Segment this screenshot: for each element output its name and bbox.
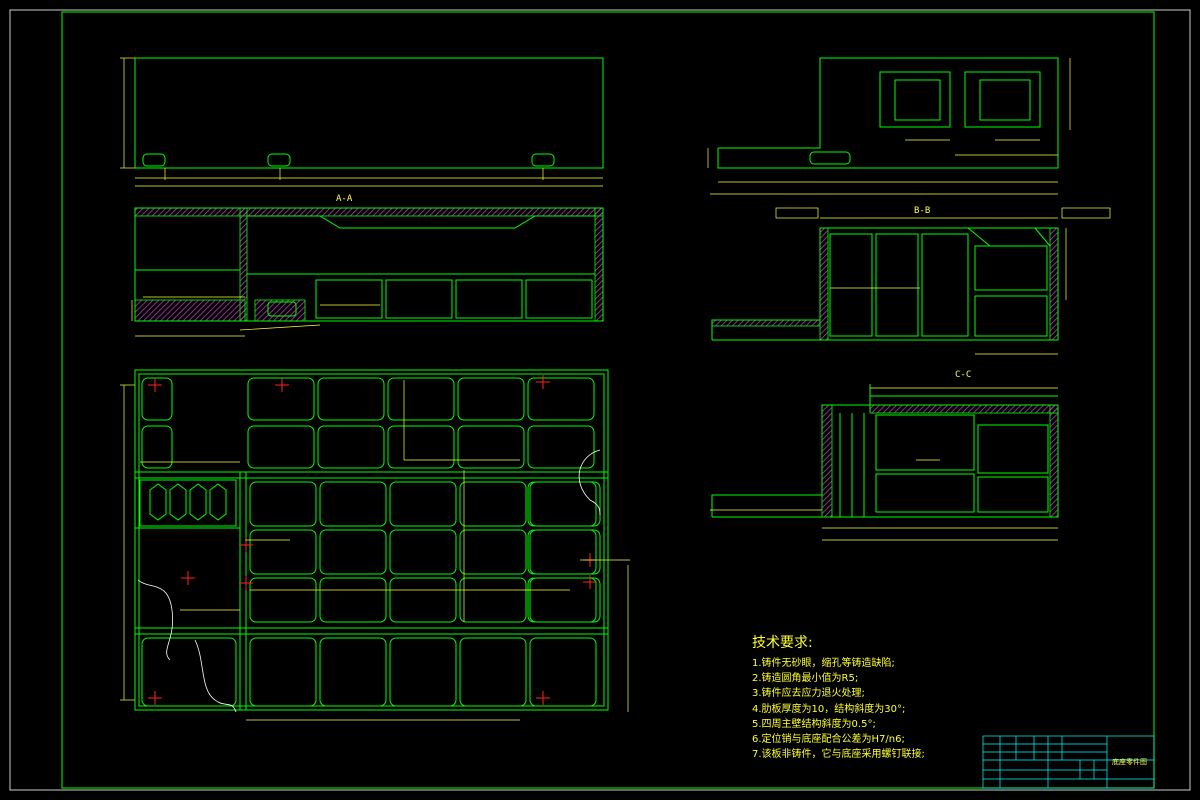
tech-requirement-item: 5.四周主壁结构斜度为0.5°; <box>752 718 876 730</box>
center-mark <box>275 378 289 392</box>
tech-requirement-item: 2.铸造圆角最小值为R5; <box>752 673 859 685</box>
plan-pocket <box>457 377 525 421</box>
plan-pocket <box>527 425 595 469</box>
plan-pocket <box>141 637 237 707</box>
title-block <box>982 735 1155 789</box>
tech-requirement-item: 1.铸件无砂眼，缩孔等铸造缺陷; <box>752 658 895 669</box>
side-view <box>717 57 1059 169</box>
section-b-b-dims <box>775 207 1111 355</box>
plan-pocket <box>141 377 173 421</box>
tech-requirement-item: 3.铸件应去应力退火处理; <box>752 688 865 700</box>
center-mark <box>148 378 162 392</box>
plan-pocket <box>389 637 457 707</box>
section-b-b <box>711 227 1059 341</box>
plan-view-breakout <box>137 449 601 713</box>
section-c-c <box>711 384 1059 518</box>
plan-pocket <box>459 529 527 575</box>
plan-pocket <box>459 637 527 707</box>
tech-requirement-item: 4.肋板厚度为10，结构斜度为30°; <box>752 703 906 715</box>
plan-pocket <box>529 481 597 527</box>
sheet-inner-border <box>61 11 1155 789</box>
plan-pocket <box>249 637 317 707</box>
plan-pocket <box>387 425 455 469</box>
plan-pocket <box>249 481 317 527</box>
plan-pocket <box>529 637 597 707</box>
section-label-b-b: B-B <box>914 206 931 216</box>
tech-requirements: 技术要求: 1.铸件无砂眼，缩孔等铸造缺陷; 2.铸造圆角最小值为R5; 3.铸… <box>752 632 982 762</box>
center-mark <box>148 691 162 705</box>
plan-pocket <box>247 425 315 469</box>
tech-requirement-item: 7.该板非铸件，它与底座采用螺钉联接; <box>752 749 925 761</box>
plan-pocket <box>319 637 387 707</box>
tech-requirement-item: 6.定位销与底座配合公差为H7/n6; <box>752 734 905 746</box>
plan-pocket <box>527 529 601 575</box>
tech-requirements-heading: 技术要求: <box>752 635 813 651</box>
plan-pocket <box>459 481 527 527</box>
title-block-part-name: 底座零件图 <box>1112 758 1147 766</box>
plan-pocket <box>529 577 597 623</box>
front-view <box>134 57 604 169</box>
plan-pocket <box>389 577 457 623</box>
plan-view <box>134 369 609 711</box>
plan-pocket <box>529 529 597 575</box>
center-mark <box>583 575 597 589</box>
plan-pocket <box>527 481 601 527</box>
section-a-a <box>134 207 604 322</box>
section-a-a-dims <box>131 296 380 337</box>
side-view-dims <box>707 58 1071 195</box>
plan-pocket <box>527 577 601 623</box>
center-mark <box>536 375 550 389</box>
plan-pocket <box>249 577 317 623</box>
front-view-dims <box>120 57 603 187</box>
center-mark <box>239 576 253 590</box>
plan-view-pockets <box>141 377 601 707</box>
center-mark <box>536 691 550 705</box>
plan-view-dims <box>120 380 630 721</box>
plan-pocket <box>247 377 315 421</box>
sheet-outer-border <box>9 9 1191 791</box>
section-label-a-a: A-A <box>336 194 353 204</box>
plan-pocket <box>319 577 387 623</box>
section-c-c-dims <box>710 387 1058 541</box>
plan-view-honeycomb <box>139 479 237 527</box>
plan-pocket <box>317 425 385 469</box>
plan-pocket <box>319 529 387 575</box>
plan-pocket <box>319 481 387 527</box>
plan-view-center-marks <box>148 375 597 705</box>
plan-pocket <box>459 577 527 623</box>
plan-pocket <box>317 377 385 421</box>
plan-pocket <box>249 529 317 575</box>
plan-pocket <box>141 425 173 469</box>
section-label-c-c: C-C <box>955 370 972 380</box>
plan-pocket <box>527 377 595 421</box>
plan-pocket <box>389 481 457 527</box>
plan-pocket <box>387 377 455 421</box>
center-mark <box>181 571 195 585</box>
plan-pocket <box>389 529 457 575</box>
plan-pocket <box>457 425 525 469</box>
